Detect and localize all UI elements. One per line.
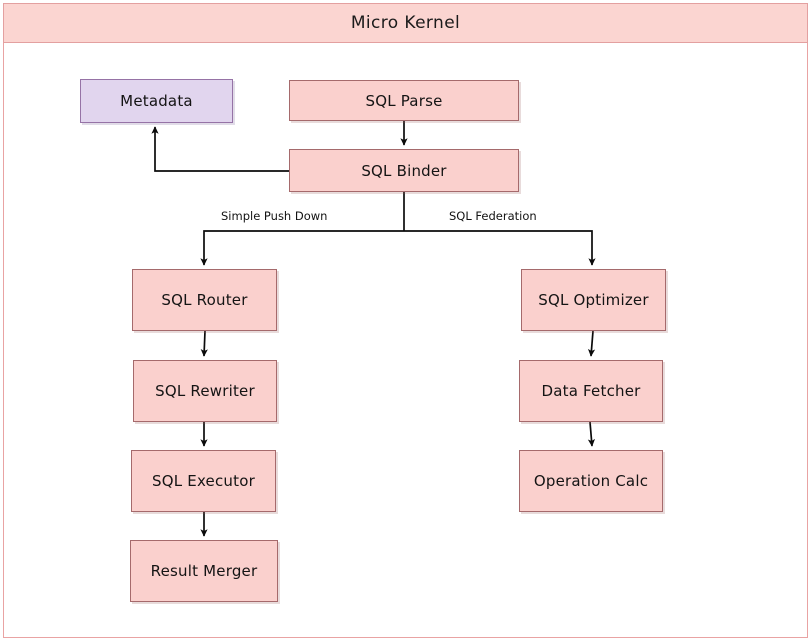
node-sql-binder-label: SQL Binder [361, 161, 447, 180]
node-sql-rewriter[interactable]: SQL Rewriter [133, 360, 277, 422]
node-sql-rewriter-label: SQL Rewriter [155, 382, 255, 400]
node-sql-executor-label: SQL Executor [152, 472, 255, 490]
node-result-merger[interactable]: Result Merger [130, 540, 278, 602]
node-operation-calc[interactable]: Operation Calc [519, 450, 663, 512]
node-sql-parse-label: SQL Parse [365, 91, 443, 110]
node-metadata-label: Metadata [120, 92, 193, 110]
node-sql-router[interactable]: SQL Router [132, 269, 277, 331]
node-result-merger-label: Result Merger [150, 562, 258, 580]
node-sql-router-label: SQL Router [161, 291, 248, 309]
diagram-title: Micro Kernel [3, 3, 808, 43]
node-operation-calc-label: Operation Calc [533, 472, 649, 490]
node-sql-optimizer[interactable]: SQL Optimizer [521, 269, 666, 331]
node-sql-binder[interactable]: SQL Binder [289, 149, 519, 192]
node-data-fetcher[interactable]: Data Fetcher [519, 360, 663, 422]
edge-label-sql-federation: SQL Federation [449, 209, 537, 223]
edge-label-simple-push-down: Simple Push Down [221, 209, 328, 223]
node-sql-executor[interactable]: SQL Executor [131, 450, 276, 512]
node-data-fetcher-label: Data Fetcher [541, 382, 641, 400]
node-sql-optimizer-label: SQL Optimizer [538, 291, 649, 309]
node-sql-parse[interactable]: SQL Parse [289, 80, 519, 121]
node-metadata[interactable]: Metadata [80, 79, 233, 123]
